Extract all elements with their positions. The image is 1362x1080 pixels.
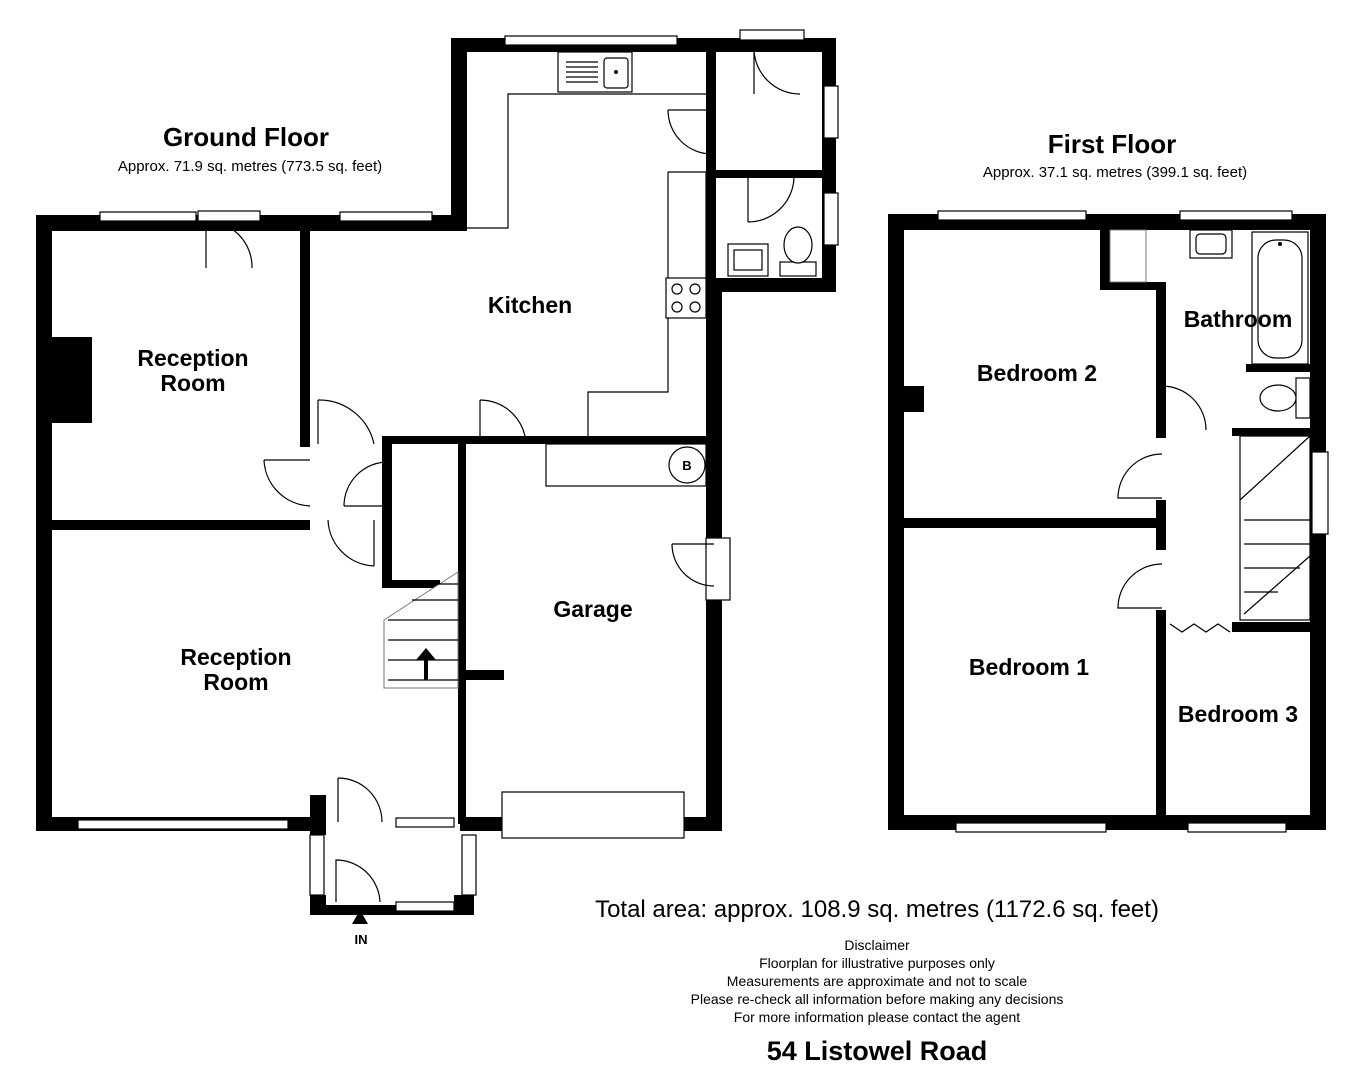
hob-icon [665,277,707,319]
disclaimer-line: Floorplan for illustrative purposes only [759,955,995,971]
first-floor-stairs [1239,435,1311,621]
room-bedroom-2: Bedroom 2 [977,360,1097,386]
entrance-arrow-icon [352,910,368,924]
ground-floor-title: Ground Floor [163,122,329,152]
disclaimer-block: Disclaimer Floorplan for illustrative pu… [560,936,1194,1026]
stairs-up-arrow-icon [416,648,436,680]
boiler-label: B [682,458,691,473]
bath-icon [1251,231,1309,365]
basin-upstairs-icon [1189,229,1233,259]
room-bedroom-1: Bedroom 1 [969,654,1089,680]
first-floor-title: First Floor [1048,129,1177,159]
ground-floor-stairs [383,571,459,689]
ground-floor-plan: Ground Floor Approx. 71.9 sq. metres (77… [36,29,839,947]
room-bathroom: Bathroom [1184,306,1293,332]
property-address: 54 Listowel Road [766,1036,988,1066]
toilet-upstairs-icon [1259,377,1311,419]
ground-floor-area: Approx. 71.9 sq. metres (773.5 sq. feet) [118,158,382,175]
first-floor-plan: First Floor Approx. 37.1 sq. metres (399… [888,129,1329,833]
ground-floor-doors [197,49,801,903]
room-reception-2-line2: Room [203,669,268,695]
room-bedroom-3: Bedroom 3 [1178,701,1298,727]
first-floor-doors [1117,385,1231,633]
room-reception-1-line2: Room [160,370,225,396]
sink-icon [603,57,629,89]
ground-floor-fixtures: B IN [352,51,817,947]
first-floor-area: Approx. 37.1 sq. metres (399.1 sq. feet) [983,164,1247,181]
basin-icon [727,243,769,277]
first-floor-fixtures [1109,229,1311,621]
ground-floor-windows [77,29,839,912]
room-reception-1-line1: Reception [137,345,248,371]
boiler-icon [668,446,706,484]
first-floor-windows [937,210,1329,833]
entrance-label: IN [355,932,368,947]
disclaimer-line: Measurements are approximate and not to … [726,973,1028,989]
toilet-icon [779,226,817,277]
disclaimer-line: Please re-check all information before m… [690,991,1064,1007]
total-area: Total area: approx. 108.9 sq. metres (11… [595,896,1159,923]
room-garage: Garage [553,596,632,622]
disclaimer-line: For more information please contact the … [733,1009,1021,1025]
room-reception-2-line1: Reception [180,644,291,670]
room-kitchen: Kitchen [488,292,572,318]
disclaimer-heading: Disclaimer [844,937,910,953]
